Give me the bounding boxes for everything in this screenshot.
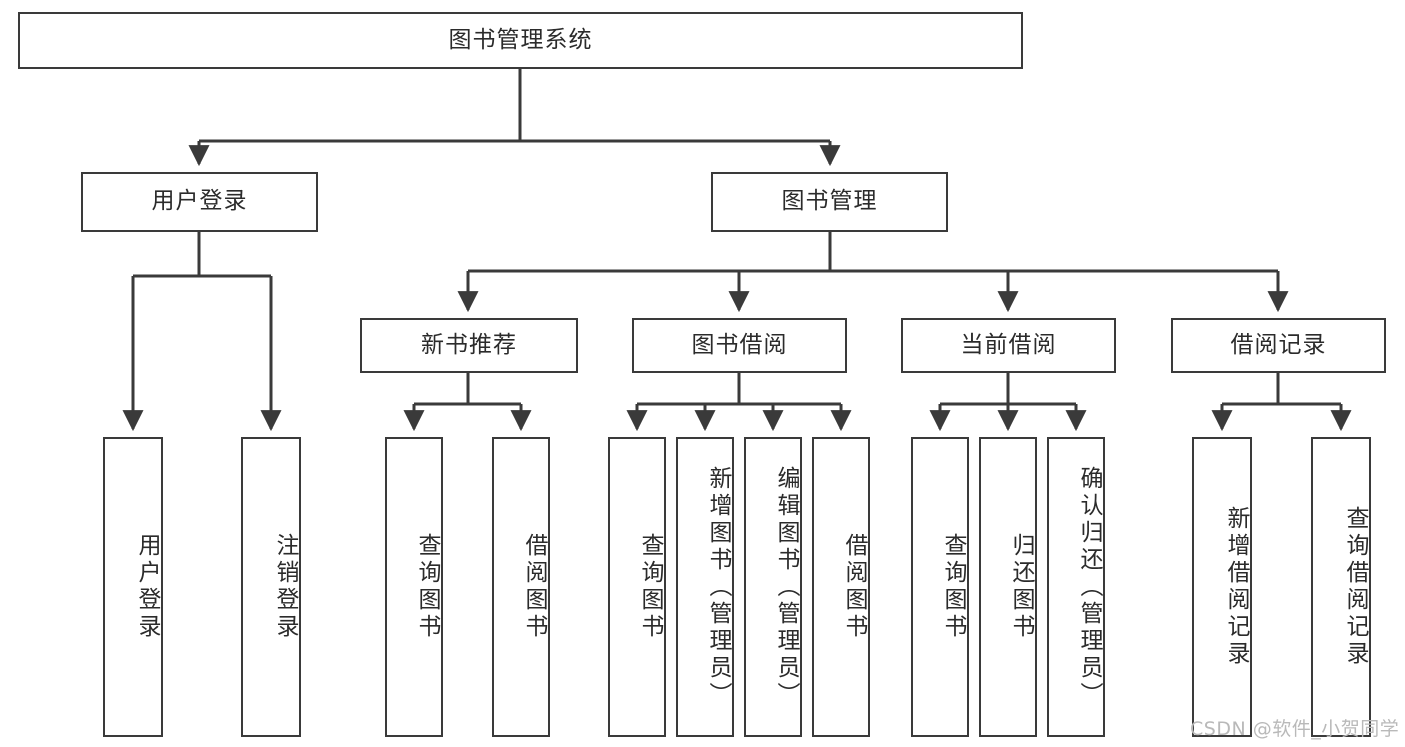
node-leaf-user-login-label: 用户登录 [134,533,160,641]
node-leaf-edit-book-label: 编辑图书（管理员） [773,465,799,709]
node-leaf-confirm-return[interactable]: 确认归还（管理员） [1047,437,1105,737]
node-leaf-add-record[interactable]: 新增借阅记录 [1192,437,1252,737]
node-leaf-return-book[interactable]: 归还图书 [979,437,1037,737]
node-book-borrow[interactable]: 图书借阅 [632,318,847,373]
node-leaf-logout-label: 注销登录 [272,533,298,641]
node-leaf-confirm-return-label: 确认归还（管理员） [1076,465,1102,709]
node-leaf-edit-book[interactable]: 编辑图书（管理员） [744,437,802,737]
node-user-login[interactable]: 用户登录 [81,172,318,232]
node-current-borrow[interactable]: 当前借阅 [901,318,1116,373]
node-leaf-query-book-1[interactable]: 查询图书 [385,437,443,737]
node-book-borrow-label: 图书借阅 [691,331,788,358]
node-root-label: 图书管理系统 [448,26,593,53]
node-leaf-add-book-label: 新增图书（管理员） [705,465,731,709]
node-leaf-add-book[interactable]: 新增图书（管理员） [676,437,734,737]
csdn-watermark: CSDN @软件_小贺同学 [1190,718,1400,740]
node-leaf-borrow-book-1-label: 借阅图书 [521,533,547,641]
node-leaf-borrow-book-2-label: 借阅图书 [841,533,867,641]
node-leaf-query-book-2-label: 查询图书 [637,533,663,641]
node-leaf-query-record[interactable]: 查询借阅记录 [1311,437,1371,737]
node-root[interactable]: 图书管理系统 [18,12,1023,69]
node-leaf-query-book-3-label: 查询图书 [940,533,966,641]
node-user-login-label: 用户登录 [151,188,248,215]
node-new-book-recommend[interactable]: 新书推荐 [360,318,578,373]
node-leaf-borrow-book-1[interactable]: 借阅图书 [492,437,550,737]
node-leaf-logout[interactable]: 注销登录 [241,437,301,737]
node-leaf-query-book-3[interactable]: 查询图书 [911,437,969,737]
node-leaf-query-record-label: 查询借阅记录 [1342,506,1368,668]
node-leaf-borrow-book-2[interactable]: 借阅图书 [812,437,870,737]
node-leaf-user-login[interactable]: 用户登录 [103,437,163,737]
node-borrow-record[interactable]: 借阅记录 [1171,318,1386,373]
node-current-borrow-label: 当前借阅 [960,331,1057,358]
node-book-manage[interactable]: 图书管理 [711,172,948,232]
node-new-book-recommend-label: 新书推荐 [421,331,517,358]
node-borrow-record-label: 借阅记录 [1230,331,1327,358]
node-leaf-return-book-label: 归还图书 [1008,533,1034,641]
node-leaf-query-book-2[interactable]: 查询图书 [608,437,666,737]
node-leaf-add-record-label: 新增借阅记录 [1223,506,1249,668]
node-book-manage-label: 图书管理 [781,188,878,215]
node-leaf-query-book-1-label: 查询图书 [414,533,440,641]
